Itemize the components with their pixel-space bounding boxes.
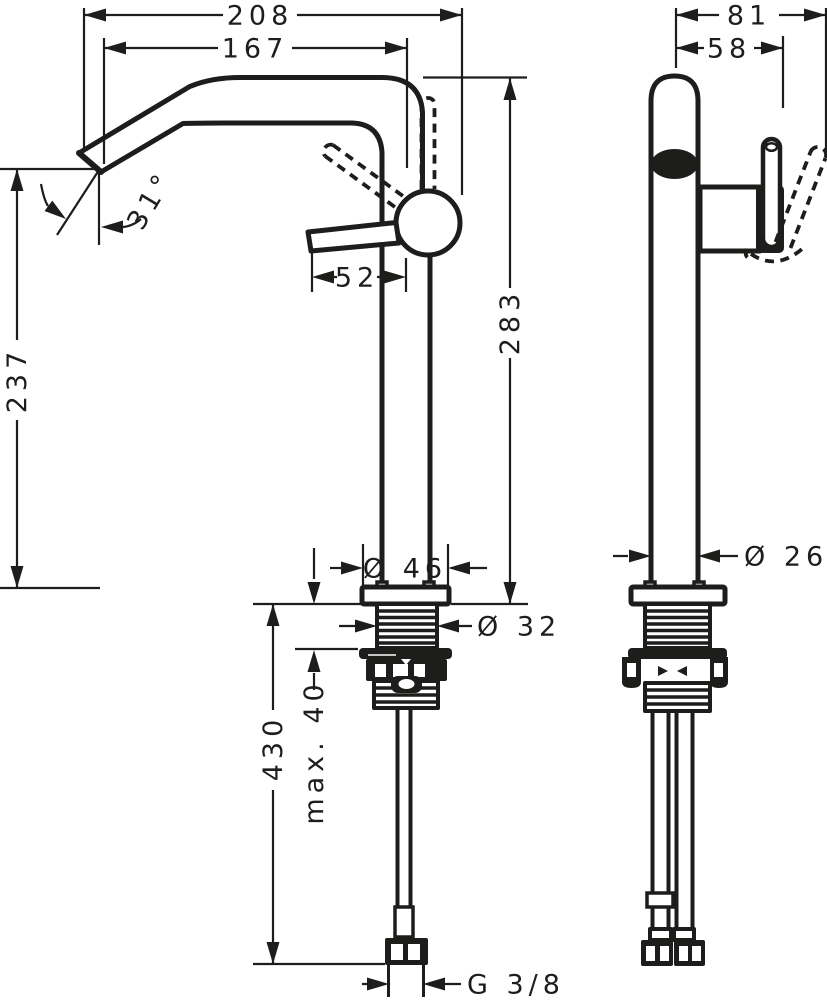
pin-top-detail — [764, 141, 779, 153]
hose-cap-left — [648, 927, 673, 942]
dimension-spout-angle: 31° — [0, 166, 180, 245]
supply-pipe — [395, 708, 413, 938]
lower-threads-side — [643, 681, 712, 713]
connector-nut-front — [385, 938, 428, 965]
dimension-spout-top-height: 283 — [423, 76, 528, 606]
hose-collar — [645, 891, 675, 909]
dimension-overall-width: 208 — [82, 0, 464, 195]
dimension-shank-diameter: Ø 32 — [339, 611, 561, 642]
hose-cap-right — [672, 927, 696, 942]
handle-knob — [393, 188, 463, 258]
dim-overall-depth-label: 81 — [727, 0, 771, 31]
shank-threads-side — [643, 602, 712, 650]
faucet-side-outline — [622, 73, 827, 966]
dimension-handle-depth: 58 — [676, 33, 785, 108]
escutcheon-front — [359, 584, 452, 607]
washer-front — [359, 648, 452, 659]
dim-overall-width-label: 208 — [227, 0, 294, 31]
spout-tip-face — [76, 150, 104, 175]
faucet-front-outline — [76, 75, 463, 997]
pin-handle — [760, 136, 783, 250]
thread-stub — [387, 965, 425, 997]
handle-lever — [305, 220, 402, 254]
dimension-max-counter-thickness: max. 40 — [295, 548, 358, 825]
dimension-overall-depth: 81 — [674, 0, 827, 158]
dimension-spout-reach: 167 — [102, 33, 409, 168]
pipe-fitting — [393, 905, 415, 939]
dim-spout-top-height-label: 283 — [495, 289, 526, 356]
spout-outlet — [651, 149, 698, 179]
dim-connection-thread-label: G 3/8 — [467, 969, 565, 1000]
handle-housing — [697, 184, 763, 254]
dimension-outlet-height: 237 — [0, 169, 100, 590]
wing-nut — [622, 657, 728, 688]
supply-hoses — [650, 711, 695, 929]
washer-side — [628, 648, 727, 659]
dim-hose-length-label: 430 — [258, 715, 289, 782]
shank-threads-front — [375, 602, 439, 650]
retainer-clip — [391, 676, 422, 693]
mounting-nut-front — [366, 659, 447, 681]
dimension-lever-reach: 52 — [310, 253, 408, 293]
spout-inner-edge — [98, 120, 385, 590]
dim-max-counter-thickness-label: max. 40 — [299, 679, 330, 824]
connector-nuts-side — [641, 940, 705, 966]
handle-lever-dashed-raised — [321, 142, 409, 212]
spout-outer-edge — [76, 75, 425, 193]
side-view: 81 58 Ø 26 — [613, 0, 827, 966]
dimension-hose-length: 430 — [253, 602, 385, 966]
dim-base-diameter-label: Ø 46 — [363, 553, 447, 584]
handle-pin-dashed-up — [419, 96, 437, 189]
body-column — [648, 73, 701, 590]
dimension-connection-thread: G 3/8 — [362, 969, 565, 1000]
escutcheon-side — [628, 584, 728, 607]
dim-body-diameter-label: Ø 26 — [744, 541, 827, 572]
dim-spout-angle-label: 31° — [121, 166, 180, 236]
dim-outlet-height-label: 237 — [2, 347, 33, 414]
housing-break-line — [695, 189, 702, 250]
dimension-base-diameter: Ø 46 — [330, 544, 487, 585]
dim-lever-reach-label: 52 — [335, 262, 379, 293]
dim-handle-depth-label: 58 — [707, 33, 751, 64]
dimension-body-diameter: Ø 26 — [613, 541, 827, 572]
front-view: 208 167 31° 52 — [0, 0, 565, 1000]
dim-spout-reach-label: 167 — [222, 33, 289, 64]
dim-shank-diameter-label: Ø 32 — [477, 611, 561, 642]
